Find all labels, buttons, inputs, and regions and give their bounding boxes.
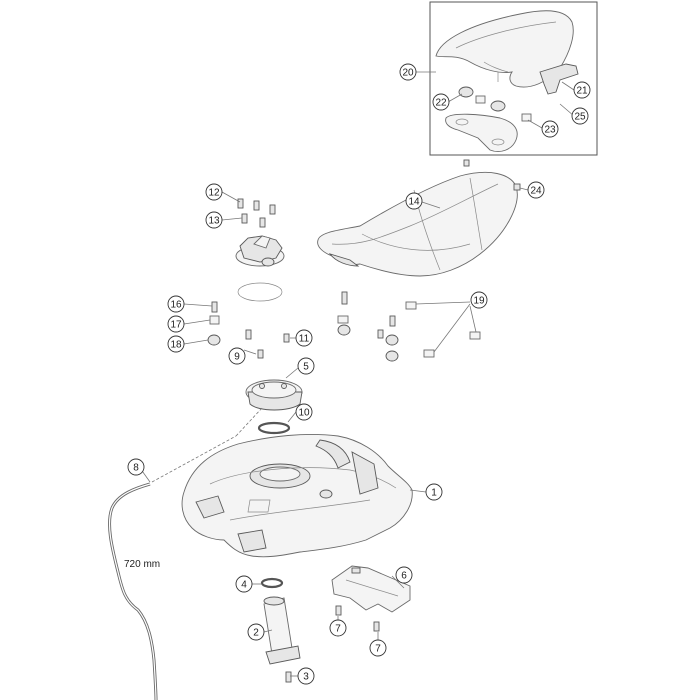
- inset-box: [429, 1, 598, 156]
- svg-text:6: 6: [401, 571, 407, 582]
- svg-text:12: 12: [208, 188, 220, 199]
- svg-text:5: 5: [303, 362, 309, 373]
- callout-10: 10: [295, 403, 313, 421]
- svg-text:19: 19: [473, 296, 485, 307]
- callouts: 20 22 21 25 23 24 14 12 13 16 17 18 9 11…: [127, 63, 591, 685]
- svg-text:4: 4: [241, 580, 247, 591]
- svg-text:13: 13: [208, 216, 220, 227]
- fuel-hose: [108, 482, 158, 700]
- callout-3: 3: [297, 667, 315, 685]
- fuel-cap-seal: [237, 282, 283, 302]
- callout-8: 8: [127, 458, 145, 476]
- svg-text:24: 24: [530, 186, 542, 197]
- svg-text:23: 23: [544, 125, 556, 136]
- callout-7-upper: 7: [329, 619, 347, 637]
- fuel-pump-flange: [245, 379, 303, 411]
- tank-bracket: [331, 565, 411, 613]
- svg-text:14: 14: [408, 197, 420, 208]
- filler-o-ring: [260, 577, 284, 589]
- seat-bolts: [463, 159, 521, 191]
- svg-text:8: 8: [133, 463, 139, 474]
- callout-21: 21: [573, 81, 591, 99]
- svg-text:10: 10: [298, 408, 310, 419]
- seat-base-plate: [445, 113, 518, 152]
- svg-text:16: 16: [170, 300, 182, 311]
- seat-bracket: [539, 63, 579, 95]
- svg-text:9: 9: [234, 352, 240, 363]
- svg-text:17: 17: [170, 320, 182, 331]
- svg-text:22: 22: [435, 98, 447, 109]
- svg-text:3: 3: [303, 672, 309, 683]
- svg-text:18: 18: [170, 340, 182, 351]
- svg-text:2: 2: [253, 628, 259, 639]
- callout-16: 16: [167, 295, 185, 313]
- callout-13: 13: [205, 211, 223, 229]
- svg-text:11: 11: [299, 334, 310, 345]
- callout-4: 4: [235, 575, 253, 593]
- callout-24: 24: [527, 181, 545, 199]
- svg-text:20: 20: [402, 68, 414, 79]
- callout-5: 5: [297, 357, 315, 375]
- callout-14: 14: [405, 192, 423, 210]
- svg-text:25: 25: [574, 112, 586, 123]
- callout-6: 6: [395, 566, 413, 584]
- callout-18: 18: [167, 335, 185, 353]
- callout-23: 23: [541, 120, 559, 138]
- fasteners-right: [337, 291, 481, 362]
- callout-2: 2: [247, 623, 265, 641]
- callout-11: 11: [295, 329, 313, 347]
- filler-neck: [263, 596, 301, 665]
- callout-1: 1: [425, 483, 443, 501]
- callout-25: 25: [571, 107, 589, 125]
- rider-seat: [317, 171, 518, 277]
- fasteners-left: [207, 301, 290, 359]
- callout-17: 17: [167, 315, 185, 333]
- callout-9: 9: [228, 347, 246, 365]
- callout-7-lower: 7: [369, 639, 387, 657]
- fuel-tank: [181, 433, 413, 558]
- filler-screw: [285, 671, 292, 683]
- callout-12: 12: [205, 183, 223, 201]
- svg-text:7: 7: [335, 624, 341, 635]
- callout-20: 20: [399, 63, 417, 81]
- svg-text:21: 21: [576, 86, 588, 97]
- callout-19: 19: [470, 291, 488, 309]
- fuel-cap-screws: [237, 198, 276, 228]
- callout-22: 22: [432, 93, 450, 111]
- fuel-pump-seal: [257, 421, 291, 435]
- fuel-cap: [235, 235, 285, 267]
- svg-text:7: 7: [375, 644, 381, 655]
- hose-length-label: 720 mm: [124, 559, 160, 570]
- svg-text:1: 1: [431, 488, 437, 499]
